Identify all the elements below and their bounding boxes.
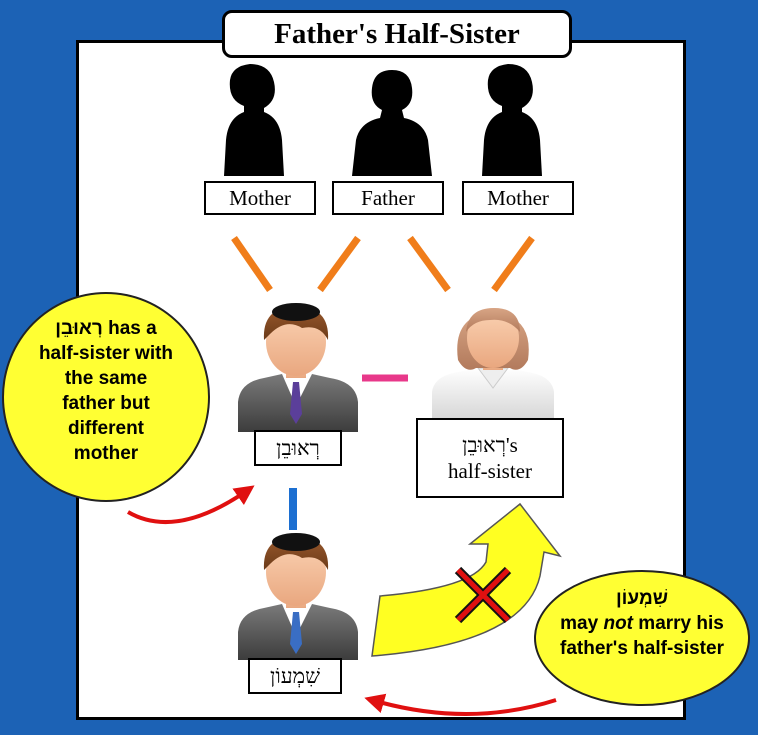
bubble-left-name: רְאוּבֵן <box>55 318 103 339</box>
page-title: Father's Half-Sister <box>222 10 572 58</box>
bubble-right-may: may <box>560 613 599 634</box>
bubble-left-line2: half-sister with <box>38 343 174 364</box>
pointer-arrow-bottom <box>364 693 557 716</box>
boy-with-kippah-icon <box>238 303 358 432</box>
silhouette-man-icon <box>352 70 432 176</box>
bubble-right-name: שִׁמְעוֹן <box>615 588 669 609</box>
bubble-left-line4: father but <box>62 393 150 414</box>
halfsister-suffix: 's <box>505 433 518 457</box>
prohibited-x-icon <box>454 566 512 624</box>
bubble-right-not: not <box>603 613 634 634</box>
boy-with-kippah-icon <box>238 533 358 660</box>
bubble-left-line3: the same <box>64 368 148 389</box>
halfsister-name: רְאוּבֵן <box>462 433 506 457</box>
bubble-right-line2: may not marry his <box>542 611 742 636</box>
bubble-left-line1: רְאוּבֵן has a <box>18 316 194 341</box>
silhouette-woman-icon <box>482 64 542 176</box>
pointer-arrow-left <box>126 485 255 524</box>
label-halfsister: רְאוּבֵן's half-sister <box>416 418 564 498</box>
halfsister-line2: half-sister <box>448 459 532 483</box>
bubble-left-line5: different <box>68 418 144 439</box>
label-shimon: שִׁמְעוֹן <box>248 658 342 694</box>
bubble-right-marry: marry his <box>638 613 724 634</box>
label-mother-right: Mother <box>462 181 574 215</box>
woman-avatar-icon <box>432 308 554 420</box>
bubble-right-line3: father's half-sister <box>560 638 724 659</box>
label-reuven: רְאוּבֵן <box>254 430 342 466</box>
callout-bubble-right: שִׁמְעוֹן may not marry his father's hal… <box>534 570 750 706</box>
label-mother-left: Mother <box>204 181 316 215</box>
silhouette-woman-icon <box>224 64 284 176</box>
halfsister-line1: רְאוּבֵן's <box>418 432 562 458</box>
bubble-left-line1-text: has a <box>108 318 157 339</box>
label-father: Father <box>332 181 444 215</box>
bubble-left-line6: mother <box>73 443 139 464</box>
parent-lines <box>231 235 535 293</box>
callout-bubble-left: רְאוּבֵן has a half-sister with the same… <box>2 292 210 502</box>
